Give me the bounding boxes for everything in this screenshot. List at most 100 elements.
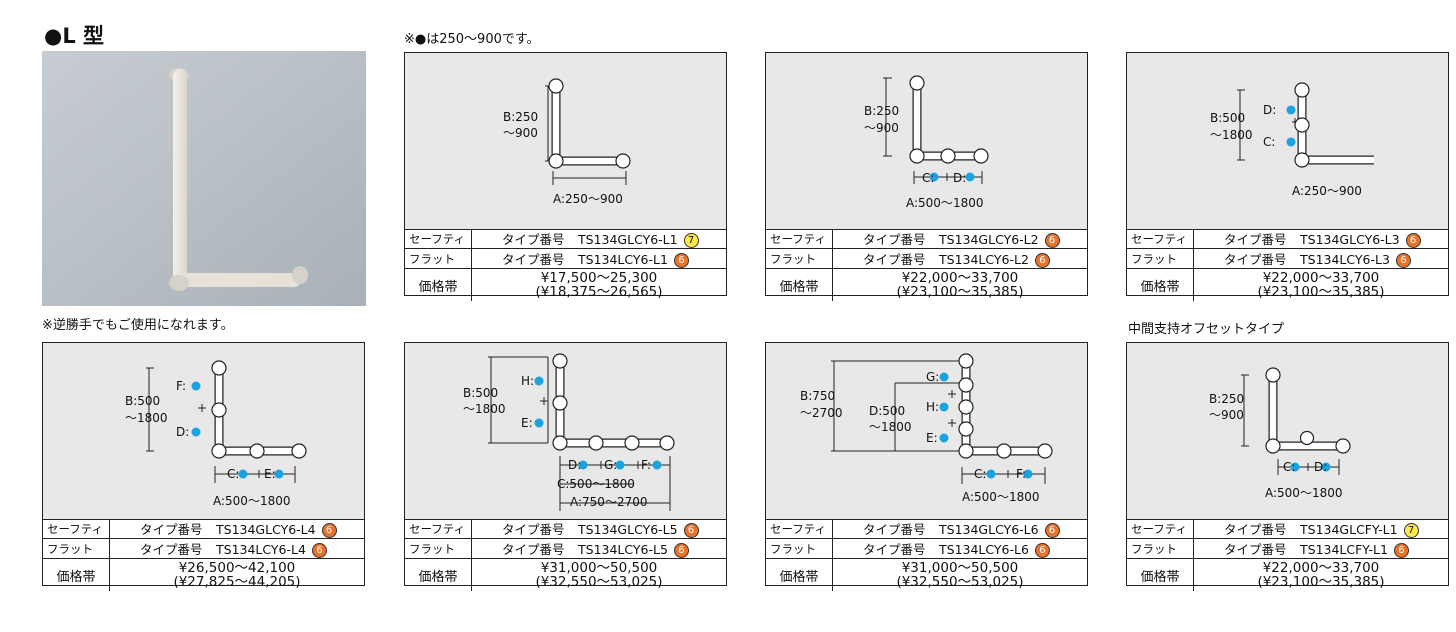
badge-icon: 6 xyxy=(673,543,689,558)
safety-label: セーフティ xyxy=(766,229,833,249)
safety-label: セーフティ xyxy=(1127,519,1194,539)
safety-code: TS134GLCFY-L1 xyxy=(1300,522,1398,537)
bar-body xyxy=(962,361,1045,455)
bracket-joint xyxy=(958,421,974,437)
flat-code: TS134LCY6-L2 xyxy=(939,252,1029,267)
price-with-tax: (¥23,100～35,385) xyxy=(1257,284,1385,300)
dimension-label: ～2700 xyxy=(800,406,843,420)
price-with-tax: (¥27,825～44,205) xyxy=(173,574,301,590)
dimension-label: A:250～900 xyxy=(1292,184,1362,198)
dimension-label: ～1800 xyxy=(463,402,506,416)
range-dot xyxy=(1023,469,1033,479)
dimension-label: E: xyxy=(521,416,533,430)
bracket-joint xyxy=(659,435,675,451)
safety-label: セーフティ xyxy=(1127,229,1194,249)
badge-icon: 6 xyxy=(311,543,327,558)
range-dot xyxy=(986,469,996,479)
bracket-joint xyxy=(1294,82,1310,98)
dimension-label: B:500 xyxy=(125,394,160,408)
flat-row: フラット タイプ番号 TS134LCY6-L2 6 xyxy=(766,248,1087,269)
bracket-joint xyxy=(909,148,925,164)
type-prefix: タイプ番号 xyxy=(502,542,565,557)
bracket-joint xyxy=(249,443,265,459)
dimension-label: E: xyxy=(926,431,938,445)
bracket-joint xyxy=(1265,438,1281,454)
price-label: 価格帯 xyxy=(43,558,110,591)
badge-icon: 6 xyxy=(321,523,337,538)
dimension-label: D: xyxy=(176,425,189,439)
range-dot xyxy=(534,418,544,428)
type-prefix: タイプ番号 xyxy=(863,542,926,557)
price-with-tax: (¥32,550～53,025) xyxy=(535,574,663,590)
dimension-label: E: xyxy=(264,467,276,481)
price: ¥22,000～33,700 xyxy=(1262,270,1380,286)
bracket-joint xyxy=(940,148,956,164)
bracket-joint xyxy=(552,353,568,369)
bracket-joint xyxy=(909,75,925,91)
dimension-label: D: xyxy=(953,171,966,185)
price-row: 価格帯 ¥22,000～33,700(¥23,100～35,385) xyxy=(766,268,1087,301)
dimension-label: C: xyxy=(227,467,239,481)
dimension-label: C: xyxy=(1283,460,1295,474)
range-dot xyxy=(274,469,284,479)
bar-outline xyxy=(214,368,299,456)
range-dot xyxy=(615,460,625,470)
dimension-label: A:250～900 xyxy=(553,192,623,206)
safety-code: TS134GLCY6-L4 xyxy=(216,522,316,537)
safety-label: セーフティ xyxy=(405,229,472,249)
flat-label: フラット xyxy=(766,248,833,269)
badge-icon: 6 xyxy=(1393,543,1409,558)
dimension-label: F: xyxy=(641,458,651,472)
dimension-label: C:500～1800 xyxy=(557,477,635,491)
price-with-tax: (¥32,550～53,025) xyxy=(896,574,1024,590)
range-dot xyxy=(191,381,201,391)
range-note: ※●は250～900です。 xyxy=(404,32,540,47)
flat-code: TS134LCY6-L1 xyxy=(578,252,668,267)
dimension-label: B:750 xyxy=(800,389,835,403)
dimension-label: D: xyxy=(568,458,581,472)
type-prefix: タイプ番号 xyxy=(863,252,926,267)
dimension-label: A:500～1800 xyxy=(213,494,291,508)
dimension-label: ～900 xyxy=(503,126,538,140)
dimension-label: H: xyxy=(926,400,939,414)
badge-icon: 6 xyxy=(1405,233,1421,248)
safety-code: TS134GLCY6-L2 xyxy=(939,232,1039,247)
price-row: 価格帯 ¥31,000～50,500(¥32,550～53,025) xyxy=(766,558,1087,591)
type-prefix: タイプ番号 xyxy=(1224,542,1287,557)
bracket-joint xyxy=(958,443,974,459)
badge-icon: 6 xyxy=(1034,253,1050,268)
range-dot xyxy=(965,172,975,182)
type-prefix: タイプ番号 xyxy=(502,252,565,267)
price: ¥26,500～42,100 xyxy=(178,560,296,576)
flat-code: TS134LCY6-L6 xyxy=(939,542,1029,557)
dimension-label: B:500 xyxy=(463,386,498,400)
dimension-label: F: xyxy=(176,379,186,393)
bracket-joint xyxy=(291,443,307,459)
price-label: 価格帯 xyxy=(1127,268,1194,301)
bracket-joint xyxy=(1294,152,1310,168)
bracket-joint xyxy=(996,443,1012,459)
bracket-joint xyxy=(973,148,989,164)
flat-label: フラット xyxy=(766,538,833,559)
price-row: 価格帯 ¥31,000～50,500(¥32,550～53,025) xyxy=(405,558,726,591)
safety-code: TS134GLCY6-L1 xyxy=(578,232,678,247)
price-label: 価格帯 xyxy=(766,558,833,591)
bracket-joint xyxy=(1037,443,1053,459)
flat-code: TS134LCY6-L3 xyxy=(1300,252,1390,267)
dimension-label: A:500～1800 xyxy=(962,490,1040,504)
safety-code: TS134GLCY6-L3 xyxy=(1300,232,1400,247)
badge-icon: 7 xyxy=(1403,523,1419,538)
